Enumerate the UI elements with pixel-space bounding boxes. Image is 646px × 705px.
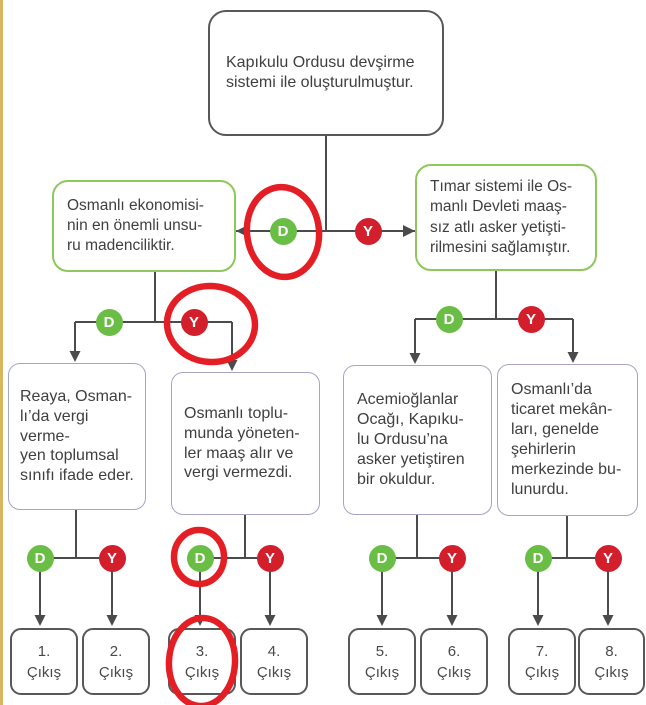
- annotation-circle-l2-left-y: [163, 282, 259, 366]
- exit-box-3: 3. Çıkış: [168, 628, 236, 695]
- exit-box-8: 8. Çıkış: [578, 628, 645, 695]
- node-l3-3-text: Acemioğlanlar Ocağı, Kapıku- lu Ordusu’n…: [357, 391, 465, 488]
- bottom-pair1-badge-d: D: [26, 544, 54, 572]
- exit-label: Çıkış: [364, 663, 400, 681]
- arrow-down-icon: [226, 360, 238, 371]
- arrow-down-icon: [194, 615, 206, 626]
- arrow-down-icon: [532, 615, 544, 626]
- node-l3-2: Osmanlı toplu- munda yöneten- ler maaş a…: [171, 372, 320, 515]
- exit-num: 6.: [447, 642, 461, 660]
- exit-num: 1.: [37, 642, 51, 660]
- exit-box-2: 2. Çıkış: [82, 628, 150, 695]
- exit-label: Çıkış: [98, 663, 134, 681]
- exit-label: Çıkış: [524, 663, 560, 681]
- arrow-down-icon: [446, 615, 458, 626]
- node-l3-4: Osmanlı’da ticaret mekân- ları, genelde …: [497, 364, 638, 516]
- arrow-down-icon: [602, 615, 614, 626]
- arrow-down-icon: [69, 351, 81, 362]
- exit-num: 7.: [535, 642, 549, 660]
- exit-num: 4.: [267, 642, 281, 660]
- arrow-down-icon: [34, 615, 46, 626]
- bottom-pair3-badge-d: D: [368, 544, 396, 572]
- exit-label: Çıkış: [256, 663, 292, 681]
- exit-box-6: 6. Çıkış: [420, 628, 488, 695]
- node-root: Kapıkulu Ordusu devşirme sistemi ile olu…: [208, 10, 444, 136]
- exit-label: Çıkış: [184, 663, 220, 681]
- bottom-pair2-badge-y: Y: [256, 544, 284, 572]
- node-l3-4-text: Osmanlı’da ticaret mekân- ları, genelde …: [511, 380, 622, 499]
- exit-box-1: 1. Çıkış: [10, 628, 78, 695]
- l2-right-badge-y: Y: [517, 305, 545, 333]
- node-l2-right-text: Tımar sistemi ile Os- manlı Devleti maaş…: [430, 178, 573, 256]
- exit-num: 3.: [195, 642, 209, 660]
- l2-right-badge-d: D: [435, 305, 463, 333]
- exit-num: 8.: [605, 642, 618, 660]
- arrow-right-icon: [403, 225, 415, 237]
- exit-label: Çıkış: [436, 663, 472, 681]
- exit-label: Çıkış: [26, 663, 62, 681]
- arrow-down-icon: [376, 615, 388, 626]
- exit-num: 2.: [109, 642, 123, 660]
- page-edge-line: [0, 0, 3, 705]
- node-l3-1-text: Reaya, Osman- lı’da vergi verme- yen top…: [20, 387, 134, 485]
- bottom-pair2-badge-d: D: [186, 544, 214, 572]
- node-l2-left: Osmanlı ekonomisi- nin en önemli unsu- r…: [52, 180, 236, 272]
- root-badge-d: D: [269, 217, 297, 245]
- root-badge-y: Y: [354, 217, 382, 245]
- bottom-pair4-badge-d: D: [524, 544, 552, 572]
- arrow-down-icon: [567, 352, 579, 363]
- exit-label: Çıkış: [594, 663, 629, 681]
- connector-root: [236, 136, 415, 232]
- l2-left-badge-y: Y: [180, 308, 208, 336]
- node-l2-left-text: Osmanlı ekonomisi- nin en önemli unsu- r…: [67, 196, 204, 255]
- arrow-left-icon: [236, 225, 248, 237]
- exit-num: 5.: [375, 642, 389, 660]
- l2-left-badge-d: D: [95, 308, 123, 336]
- exit-box-7: 7. Çıkış: [508, 628, 576, 695]
- node-l2-right: Tımar sistemi ile Os- manlı Devleti maaş…: [415, 164, 597, 271]
- exit-box-4: 4. Çıkış: [240, 628, 308, 695]
- arrow-down-icon: [264, 615, 276, 626]
- exit-box-5: 5. Çıkış: [348, 628, 416, 695]
- arrow-down-icon: [409, 353, 421, 364]
- node-l3-3: Acemioğlanlar Ocağı, Kapıku- lu Ordusu’n…: [343, 365, 492, 515]
- node-l3-2-text: Osmanlı toplu- munda yöneten- ler maaş a…: [184, 404, 300, 482]
- node-root-text: Kapıkulu Ordusu devşirme sistemi ile olu…: [226, 53, 415, 91]
- bottom-pair4-badge-y: Y: [594, 544, 622, 572]
- node-l3-1: Reaya, Osman- lı’da vergi verme- yen top…: [8, 363, 146, 510]
- bottom-pair1-badge-y: Y: [98, 544, 126, 572]
- bottom-pair3-badge-y: Y: [438, 544, 466, 572]
- arrow-down-icon: [106, 615, 118, 626]
